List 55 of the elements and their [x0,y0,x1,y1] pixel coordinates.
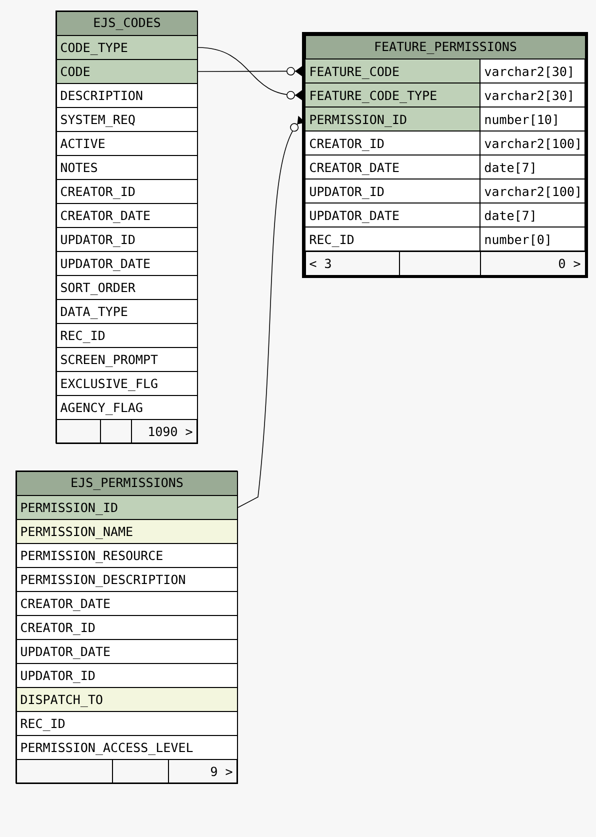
footer-cell [56,419,101,444]
table-header: FEATURE_PERMISSIONS [305,35,586,60]
column-name-cell: REC_ID [304,226,480,252]
table-row: UPDATOR_ID [56,227,198,252]
table-row: CODE [56,59,198,84]
column-type-cell: number[10] [480,106,586,132]
table-row: CODE_TYPE [56,35,198,60]
table-row: CREATOR_ID [56,179,198,204]
table-row: PERMISSION_RESOURCE [16,543,238,568]
column-name-cell: FEATURE_CODE_TYPE [304,82,480,108]
column-type-cell: date[7] [480,202,586,228]
table-header: EJS_PERMISSIONS [16,471,238,496]
column-type-cell: varchar2[30] [480,58,586,84]
footer-cell: < 3 [305,251,400,276]
table-row: UPDATOR_DATE [16,639,238,664]
table-row: CREATOR_ID [16,615,238,640]
table-row: REC_ID [56,323,198,348]
column-name-cell: UPDATOR_DATE [304,202,480,228]
table-row: SCREEN_PROMPT [56,347,198,372]
table-row: PERMISSION_ID [16,495,238,520]
column-name-cell: FEATURE_CODE [304,58,480,84]
column-name-cell: CREATOR_ID [304,130,480,156]
column-name-cell: CREATOR_DATE [304,154,480,180]
table-row: PERMISSION_NAME [16,519,238,544]
column-type-cell: varchar2[100] [480,178,586,204]
footer-cell [16,759,113,784]
table-row: UPDATOR_DATE [56,251,198,276]
table-row: DATA_TYPE [56,299,198,324]
table-row: DISPATCH_TO [16,687,238,712]
table-row: NOTES [56,155,198,180]
footer-cell [100,419,132,444]
column-type-cell: varchar2[30] [480,82,586,108]
table-row: REC_ID [16,711,238,736]
table-row: UPDATOR_ID [16,663,238,688]
table-row: SORT_ORDER [56,275,198,300]
table-row: PERMISSION_ACCESS_LEVEL [16,735,238,760]
footer-cell: 1090 > [131,419,198,444]
footer-cell [399,251,481,276]
footer-cell: 0 > [480,251,586,276]
footer-cell: 9 > [168,759,238,784]
table-row: PERMISSION_DESCRIPTION [16,567,238,592]
column-type-cell: varchar2[100] [480,130,586,156]
table-row: CREATOR_DATE [56,203,198,228]
footer-cell [112,759,169,784]
column-type-cell: date[7] [480,154,586,180]
column-name-cell: UPDATOR_ID [304,178,480,204]
table-row: ACTIVE [56,131,198,156]
table-header: EJS_CODES [56,11,198,36]
table-row: AGENCY_FLAG [56,395,198,420]
column-type-cell: number[0] [480,226,586,252]
table-row: EXCLUSIVE_FLG [56,371,198,396]
table-row: DESCRIPTION [56,83,198,108]
column-name-cell: PERMISSION_ID [304,106,480,132]
table-row: CREATOR_DATE [16,591,238,616]
table-row: SYSTEM_REQ [56,107,198,132]
